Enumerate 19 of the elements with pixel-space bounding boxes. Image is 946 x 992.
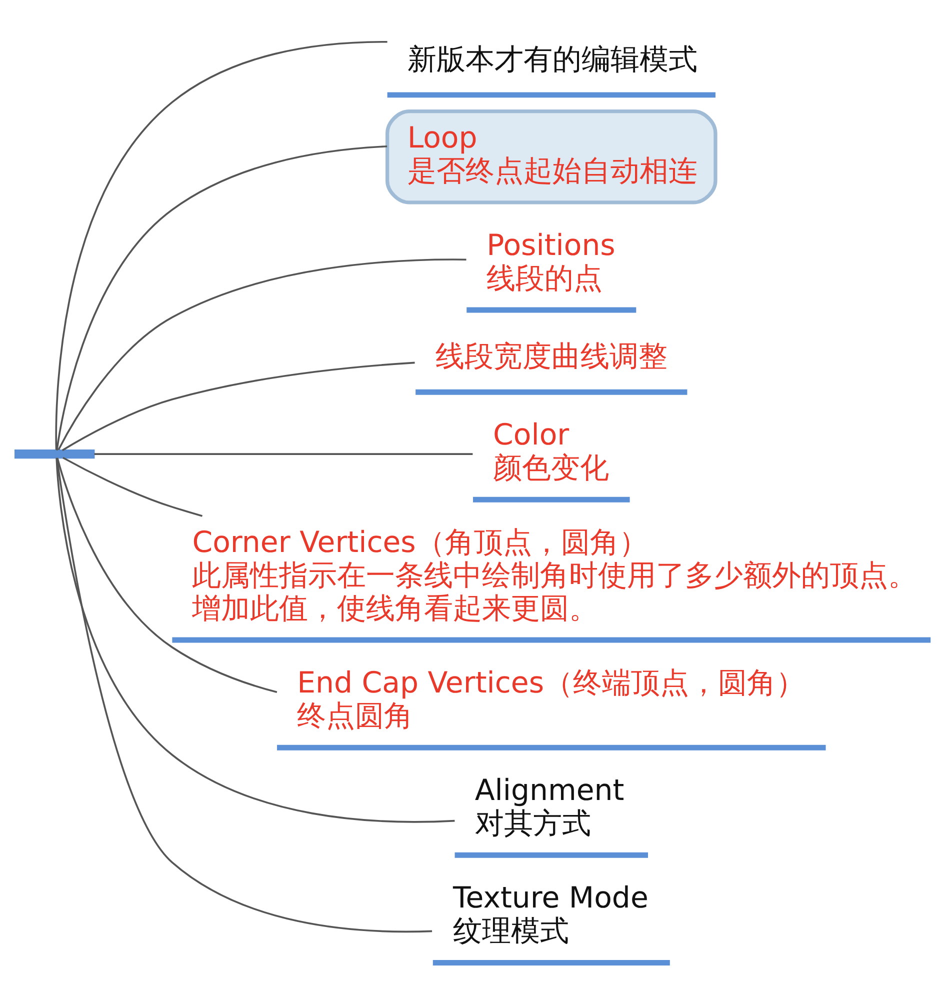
node-bar [14,450,95,459]
connector [62,456,202,517]
connector [55,40,388,450]
node-text: Corner Vertices（角顶点，圆角） 此属性指示在一条线中绘制角时使用了多少额外的顶点。增加此值，使线角看起来更圆。 [192,525,918,625]
connector [56,458,455,823]
connector [56,145,388,451]
node-text: 线段宽度曲线调整 [436,339,668,374]
connector [62,362,415,452]
node-text: End Cap Vertices（终端顶点，圆角） 终点圆角 [297,666,806,732]
connector [56,458,278,694]
connector [58,258,466,450]
node-box: Loop 是否终点起始自动相连 [386,110,718,204]
node-text: 新版本才有的编辑模式 [407,42,698,76]
node-text: Color 颜色变化 [493,418,610,484]
node-text: Texture Mode 纹理模式 [452,880,648,948]
node-text: Alignment 对其方式 [474,773,624,840]
node-text: Positions 线段的点 [486,228,616,295]
connector [56,458,432,933]
connector [94,453,473,455]
